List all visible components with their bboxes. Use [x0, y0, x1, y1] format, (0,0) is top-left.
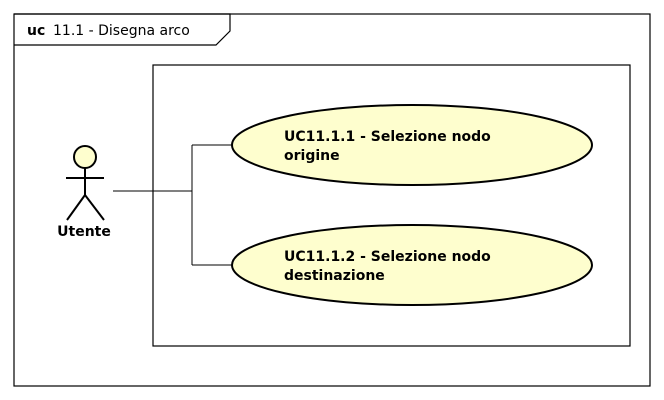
- use-case-label-line-2: destinazione: [284, 268, 385, 284]
- frame-keyword: uc: [27, 23, 45, 39]
- actor-label: Utente: [57, 224, 111, 240]
- actor-head: [73, 145, 97, 169]
- actor-utente[interactable]: Utente: [57, 145, 111, 240]
- system-boundary: [152, 64, 631, 347]
- use-case-ellipse: [231, 224, 593, 306]
- frame-title: 11.1 - Disegna arco: [53, 23, 190, 39]
- use-case-ellipse: [231, 104, 593, 186]
- association-connectors: [113, 144, 233, 266]
- frame-name-tab: [14, 13, 231, 46]
- use-case-label-line-2: origine: [284, 148, 340, 164]
- diagram-frame: [13, 13, 651, 387]
- use-case-label-line-1: UC11.1.1 - Selezione nodo: [284, 129, 491, 145]
- use-case-1[interactable]: UC11.1.1 - Selezione nodo origine: [231, 104, 593, 186]
- actor-left-leg: [66, 194, 86, 221]
- use-case-label-line-1: UC11.1.2 - Selezione nodo: [284, 249, 491, 265]
- actor-right-leg: [84, 194, 105, 221]
- use-case-2[interactable]: UC11.1.2 - Selezione nodo destinazione: [231, 224, 593, 306]
